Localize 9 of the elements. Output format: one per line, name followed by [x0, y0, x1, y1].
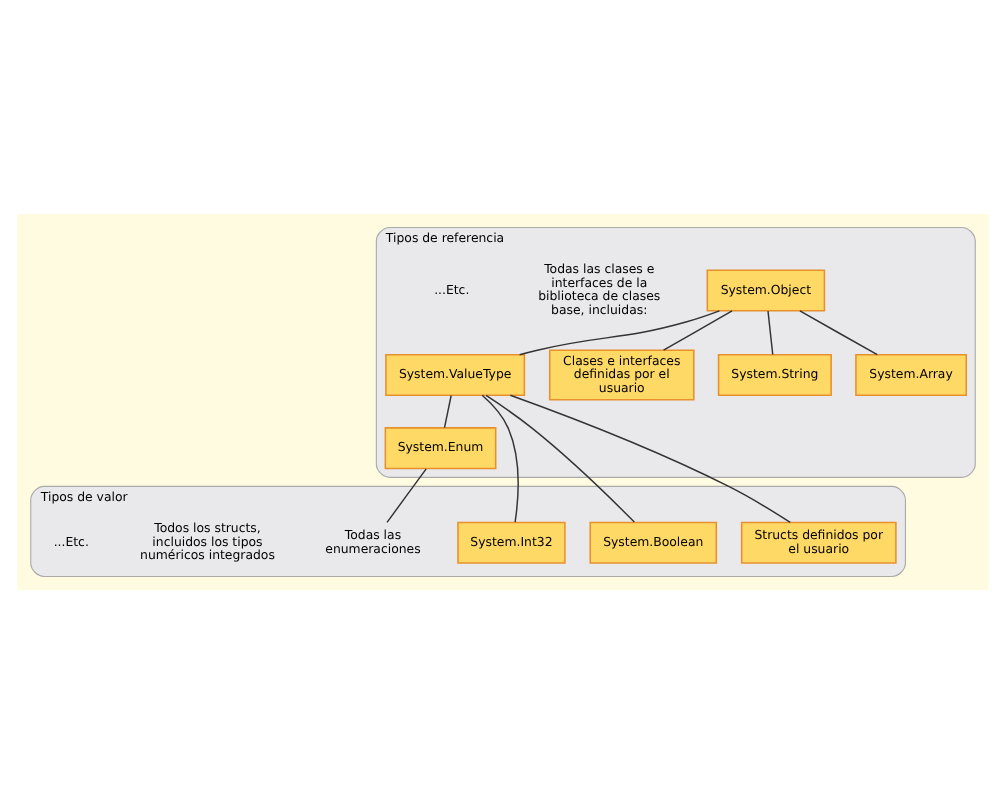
connector — [662, 309, 733, 350]
connector — [767, 309, 774, 355]
connector — [518, 309, 721, 355]
connector — [509, 393, 791, 523]
connector — [443, 393, 452, 428]
connector — [386, 467, 427, 523]
connector — [799, 309, 878, 355]
connector — [481, 393, 519, 522]
connector — [485, 393, 636, 522]
